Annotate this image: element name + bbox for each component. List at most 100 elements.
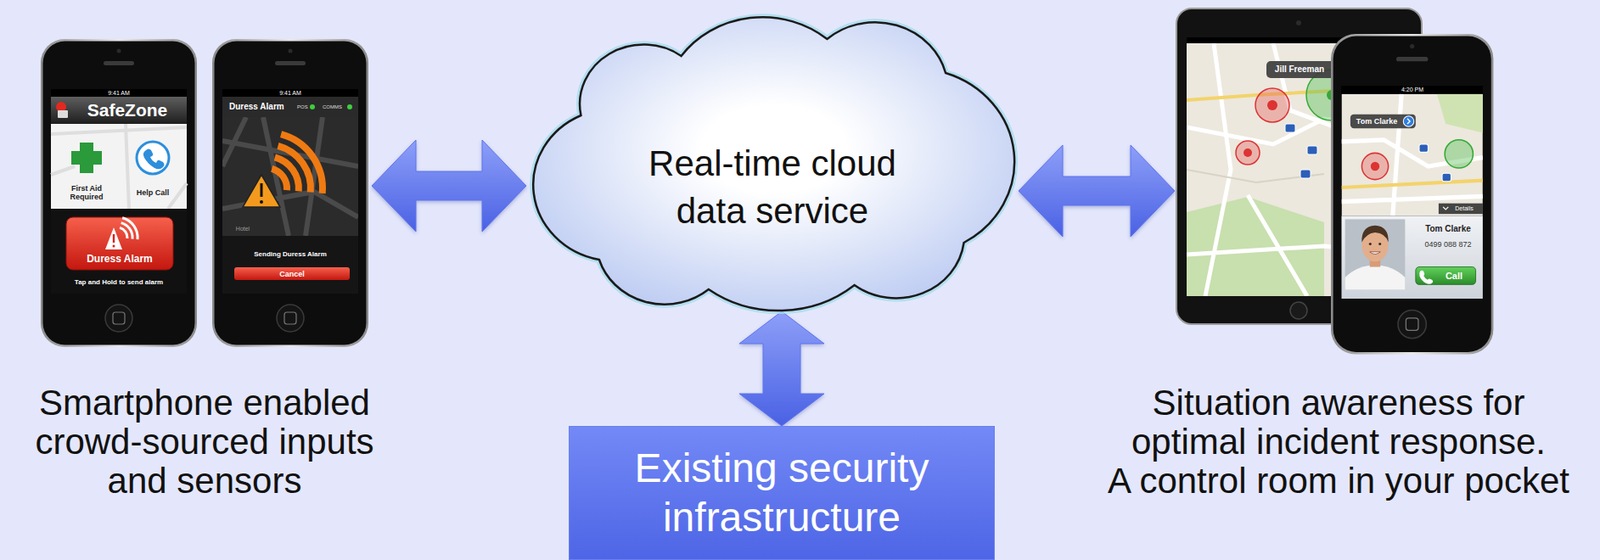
- screen-text: Tap and Hold to send alarm: [74, 278, 163, 287]
- screen-text: 9:41 AM: [107, 89, 130, 96]
- caption-text: Smartphone enabled crowd-sourced inputs …: [17, 383, 392, 501]
- phone-illustration: [242, 174, 281, 208]
- text-holder: Real-time cloud data service: [628, 140, 917, 236]
- screen-text: Help Call: [136, 188, 170, 197]
- phone-illustration: [40, 39, 197, 348]
- phone-illustration: [50, 96, 187, 124]
- phone-illustration: [271, 134, 323, 194]
- phone-illustration: [119, 218, 138, 240]
- phone-illustration: [1330, 33, 1494, 355]
- tablet-illustration: [1255, 88, 1290, 123]
- node-label: Real-time cloud data service: [628, 140, 917, 236]
- screen-text: Jill Freeman: [1274, 64, 1325, 75]
- phone-illustration: [40, 39, 197, 348]
- phone-illustration: [260, 183, 264, 197]
- device-group: Situation awareness for optimal incident…: [1174, 6, 1503, 355]
- phone-illustration: [222, 117, 359, 236]
- tablet-illustration: [1290, 302, 1308, 320]
- screen-text: Tom Clarke: [1356, 117, 1398, 126]
- phone-illustration: [222, 117, 359, 236]
- screen-text: Details: [1454, 205, 1473, 213]
- phone-illustration: [112, 245, 116, 248]
- cloud-glow: [533, 16, 1015, 311]
- screen-text: Duress Alarm: [86, 253, 153, 266]
- screen-text: Tom Clarke: [1425, 224, 1471, 235]
- tablet-illustration: [1296, 20, 1302, 26]
- phone-illustration: [136, 141, 169, 175]
- phone-illustration: [212, 39, 369, 348]
- text-holder: Existing security infrastructure: [586, 443, 977, 543]
- phone-illustration: [1341, 180, 1483, 188]
- double-arrow: [371, 140, 527, 232]
- phone-illustration: [57, 110, 68, 118]
- phone-illustration: [1407, 118, 1410, 124]
- phone-illustration: [1442, 207, 1449, 210]
- phone-illustration: [1419, 144, 1428, 152]
- phone-illustration: [1361, 225, 1388, 243]
- process-box: Existing security infrastructure: [568, 426, 995, 560]
- phone-illustration: [222, 235, 359, 294]
- phone-illustration: [1442, 173, 1451, 181]
- phone-illustration: [50, 123, 187, 209]
- phone-illustration: [1369, 252, 1381, 255]
- screen-text: POS: [297, 104, 309, 111]
- screen-text: Sending Duress Alarm: [253, 250, 327, 259]
- screen-text: First Aid Required: [61, 184, 113, 203]
- phone-illustration: [1341, 94, 1483, 217]
- phone-illustration: [105, 227, 123, 250]
- phone-illustration: [1330, 33, 1494, 355]
- phone-illustration: [309, 104, 315, 110]
- phone-illustration: [222, 96, 359, 118]
- phone-illustration: [1419, 270, 1433, 285]
- phone-illustration: [1438, 203, 1483, 214]
- phone-illustration: [71, 151, 102, 165]
- phone-illustration: [1345, 218, 1406, 290]
- phone-illustration: [50, 123, 187, 209]
- tablet-illustration: [1285, 123, 1296, 133]
- phone-illustration: [234, 267, 350, 281]
- tablet-illustration: [1235, 140, 1260, 165]
- phone-illustration: [1415, 267, 1477, 286]
- screen-text: Hotel: [235, 225, 251, 233]
- phone-illustration: [1403, 116, 1414, 127]
- screen-text: 0499 088 872: [1424, 240, 1471, 249]
- tablet-illustration: [1267, 100, 1278, 111]
- phone-illustration: [1437, 94, 1483, 134]
- screen-text: Call: [1445, 270, 1463, 282]
- phone-illustration: [112, 234, 115, 243]
- phone-illustration: [1369, 242, 1372, 246]
- screen-text: Duress Alarm: [229, 101, 285, 113]
- phone-illustration: [1341, 94, 1483, 217]
- caption-text: Situation awareness for optimal incident…: [1100, 383, 1577, 462]
- node-label: Existing security infrastructure: [586, 443, 977, 543]
- phone-illustration: [1350, 114, 1416, 130]
- cloud-outline: [533, 16, 1015, 311]
- phone-illustration: [1341, 215, 1483, 299]
- phone-illustration: [50, 208, 187, 294]
- screen-text: COMMS: [322, 104, 343, 111]
- cloud-node: Real-time cloud data service: [526, 5, 1019, 312]
- tablet-illustration: [1243, 148, 1252, 158]
- tablet-illustration: [1300, 169, 1311, 179]
- phone-illustration: [143, 149, 165, 170]
- phone-illustration: [1345, 264, 1406, 290]
- double-arrow: [739, 311, 825, 427]
- phone-illustration: [1341, 85, 1483, 94]
- phone-illustration: [212, 39, 369, 348]
- phone-illustration: [222, 117, 359, 236]
- caption: Situation awareness for optimal incident…: [1100, 383, 1577, 501]
- phone-illustration: [259, 200, 264, 204]
- screen-text: Cancel: [279, 269, 305, 278]
- phone-illustration: [66, 217, 174, 270]
- double-arrow: [1018, 145, 1175, 237]
- phone-illustration: [347, 104, 353, 110]
- caption: Smartphone enabled crowd-sourced inputs …: [17, 383, 392, 501]
- tablet-illustration: [1307, 145, 1318, 155]
- caption-text: A control room in your pocket: [1100, 461, 1577, 501]
- screen-text: 4:20 PM: [1401, 86, 1424, 94]
- phone-illustration: [1444, 140, 1473, 169]
- phone-illustration: [1341, 94, 1483, 217]
- phone-illustration: [1370, 162, 1380, 171]
- phone-illustration: [1378, 242, 1382, 246]
